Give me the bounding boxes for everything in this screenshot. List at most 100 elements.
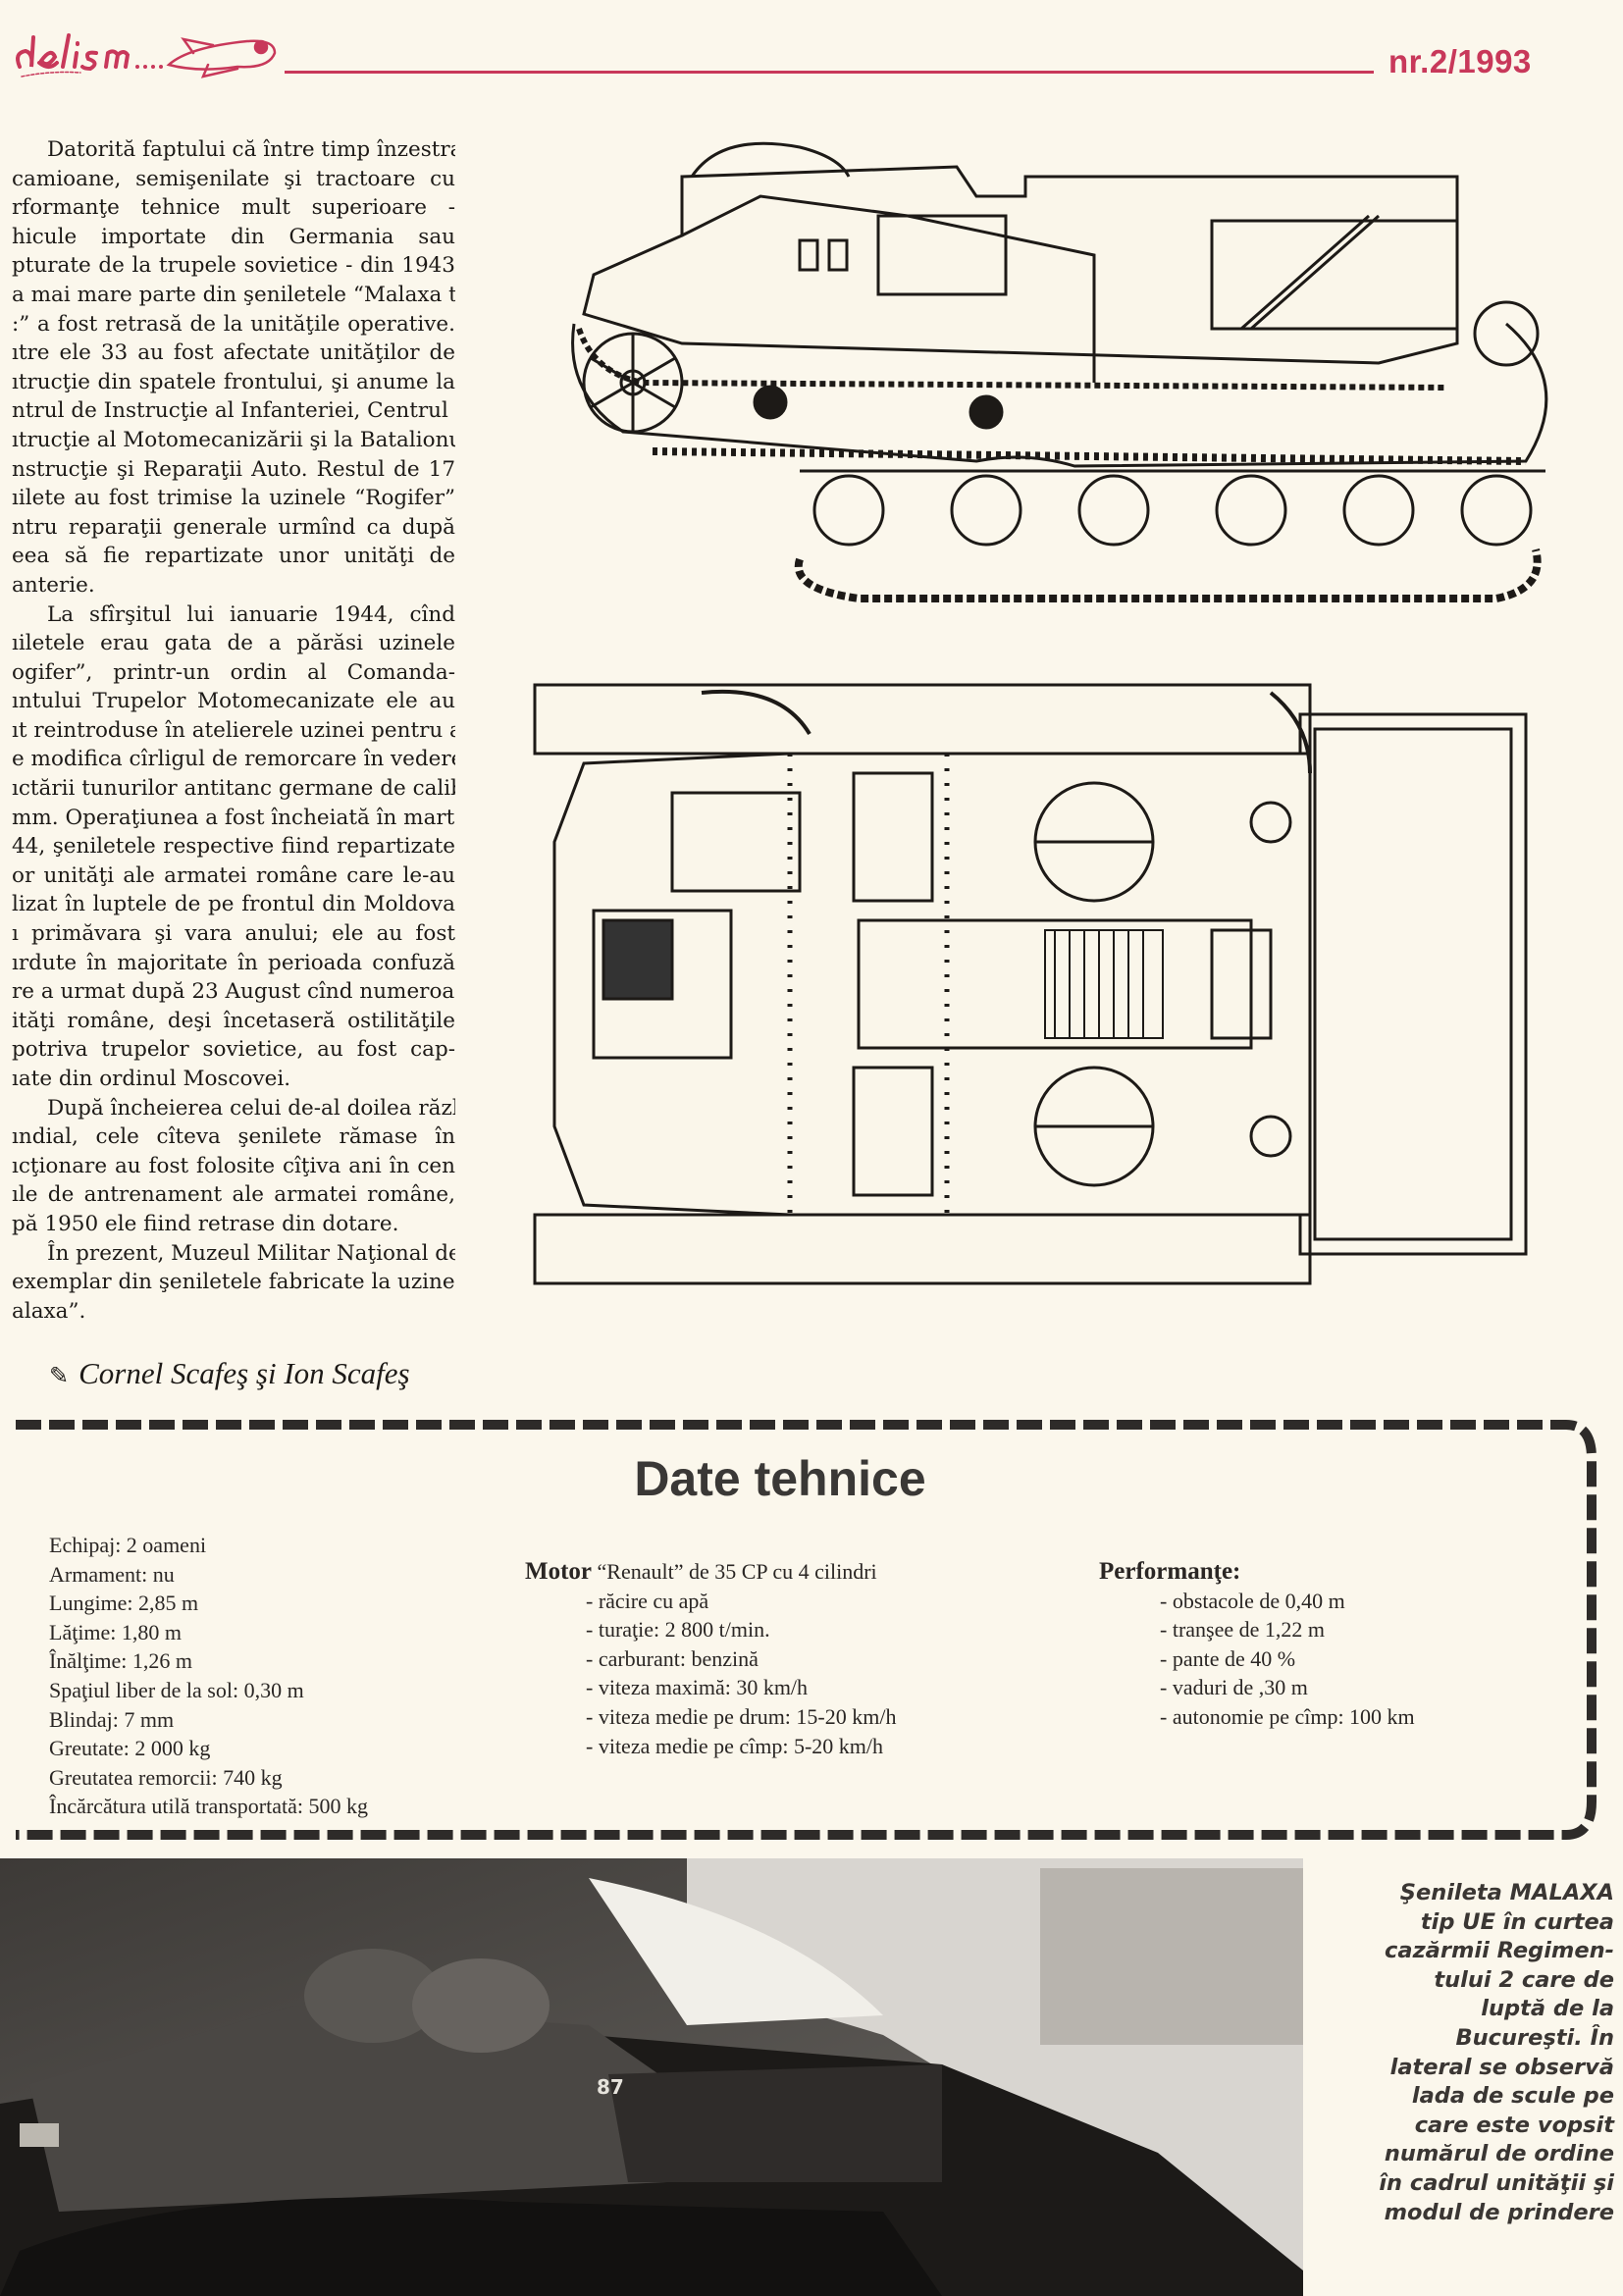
author-names: Cornel Scafeş şi Ion Scafeş xyxy=(79,1356,410,1390)
article-line: ıate din ordinul Moscovei. xyxy=(12,1067,291,1091)
article-line: ităţi române, deşi încetaseră ostilităţi… xyxy=(12,1008,455,1033)
photo-caption: Şenileta MALAXA tip UE în curtea cazărmii … xyxy=(1310,1879,1614,2227)
motor-spec-item: - viteza medie pe drum: 15-20 km/h xyxy=(586,1703,897,1729)
logo-lettering xyxy=(16,33,131,72)
spec-item: Lungime: 2,85 m xyxy=(49,1591,199,1616)
caption-line: luptă de la xyxy=(1481,1996,1614,2022)
article-line: ıctării tunurilor antitanc germane de ca… xyxy=(12,776,455,802)
article-line: eea să fie repartizate unor unităţi de xyxy=(12,544,455,569)
motor-spec-item: - carburant: benzină xyxy=(586,1645,759,1671)
article-line: re a urmat după 23 August cînd numeroase xyxy=(12,979,455,1005)
article-line: ıilete au fost trimise la uzinele “Rogif… xyxy=(12,486,455,511)
article-line: Datorită faptului că între timp înzestra… xyxy=(47,137,455,162)
article-line: ıle de antrenament ale armatei române, xyxy=(12,1182,455,1208)
article-line: La sfîrşitul lui ianuarie 1944, cînd xyxy=(47,601,455,627)
specs-box-border xyxy=(16,1420,1597,1840)
spec-item: Încărcătura utilă transportată: 500 kg xyxy=(49,1794,368,1819)
article-line: hicule importate din Germania sau xyxy=(12,224,455,249)
article-line: ı primăvara şi vara anului; ele au fost xyxy=(12,921,455,947)
article-line: ırdute în majoritate în perioada confuză xyxy=(12,950,455,975)
motor-spec-item: - turaţie: 2 800 t/min. xyxy=(586,1617,770,1643)
tankette-top-view-drawing xyxy=(533,683,1528,1285)
caption-line: cazărmii Regimen- xyxy=(1385,1938,1614,1964)
magazine-logo xyxy=(16,33,277,78)
article-line: ındial, cele cîteva şenilete rămase în xyxy=(12,1124,455,1150)
pen-icon: ✎ xyxy=(49,1364,70,1389)
spec-item: Înălţime: 1,26 m xyxy=(49,1648,193,1674)
caption-line: tului 2 care de xyxy=(1434,1966,1614,1993)
header-rule xyxy=(285,71,1374,74)
spec-item: Greutatea remorcii: 740 kg xyxy=(49,1764,283,1790)
issue-number: nr.2/1993 xyxy=(1388,43,1532,79)
caption-line: lateral se observă xyxy=(1389,2054,1614,2080)
article-line: or unităţi ale armatei române care le-au xyxy=(12,862,455,888)
article-line: ntru reparaţii generale urmînd ca după xyxy=(12,514,455,540)
motor-description: “Renault” de 35 CP cu 4 cilindri xyxy=(597,1559,877,1584)
article-line: pturate de la trupele sovietice - din 19… xyxy=(12,253,455,279)
performance-spec-item: - pante de 40 % xyxy=(1160,1645,1296,1671)
article-line: e modifica cîrligul de remorcare în vede… xyxy=(12,747,455,772)
motor-spec-item: - viteza maximă: 30 km/h xyxy=(586,1675,809,1700)
author-byline: ✎ Cornel Scafeş şi Ion Scafeş xyxy=(49,1356,410,1391)
article-line: ogifer”, printr-un ordin al Comanda- xyxy=(12,659,455,685)
article-line: :” a fost retrasă de la unităţile operat… xyxy=(12,311,455,337)
caption-line: care este vopsit xyxy=(1414,2112,1614,2138)
caption-line: Bucureşti. În xyxy=(1455,2024,1614,2051)
article-line: nstrucţie şi Reparaţii Auto. Restul de 1… xyxy=(12,456,455,482)
caption-line: în cadrul unităţii şi xyxy=(1379,2169,1614,2196)
tankette-side-view-drawing xyxy=(571,141,1548,602)
article-line: potriva trupelor sovietice, au fost cap- xyxy=(12,1037,455,1063)
article-line: ıcţionare au fost folosite cîţiva ani în… xyxy=(12,1153,455,1178)
performance-spec-item: - vaduri de ,30 m xyxy=(1160,1675,1308,1700)
performance-heading: Performanţe: xyxy=(1099,1558,1241,1585)
caption-line: Şenileta MALAXA xyxy=(1399,1880,1614,1905)
article-line: a mai mare parte din şeniletele “Malaxa … xyxy=(12,282,455,307)
article-line: anterie. xyxy=(12,572,95,598)
article-line: ıntului Trupelor Motomecanizate ele au xyxy=(12,689,455,714)
spec-item: Lăţime: 1,80 m xyxy=(49,1619,183,1644)
article-line: alaxa”. xyxy=(12,1298,86,1324)
article-line: exemplar din şeniletele fabricate la uzi… xyxy=(12,1270,455,1295)
article-line: rformanţe tehnice mult superioare - xyxy=(12,195,455,221)
article-line: pă 1950 ele fiind retrase din dotare. xyxy=(12,1211,399,1236)
spec-item: Blindaj: 7 mm xyxy=(49,1706,175,1732)
article-line: ıiletele erau gata de a părăsi uzinele xyxy=(12,631,455,656)
article-body: Datorită faptului că între timp înzestra… xyxy=(12,135,455,1326)
spec-item: Greutate: 2 000 kg xyxy=(49,1736,211,1761)
spec-item: Armament: nu xyxy=(49,1561,175,1587)
logo-dots xyxy=(135,65,163,69)
article-line: ntrul de Instrucţie al Infanteriei, Cent… xyxy=(12,398,455,424)
performance-spec-item: - tranşee de 1,22 m xyxy=(1160,1617,1325,1643)
performance-spec-item: - autonomie pe cîmp: 100 km xyxy=(1160,1703,1415,1729)
spec-item: Echipaj: 2 oameni xyxy=(49,1533,207,1557)
article-line: 44, şeniletele respective fiind repartiz… xyxy=(12,834,455,860)
road-wheels xyxy=(812,474,1533,547)
motor-heading: Motor xyxy=(525,1558,593,1585)
specs-title: Date tehnice xyxy=(634,1451,926,1506)
vehicle-number: 87 xyxy=(597,2075,624,2099)
article-line: mm. Operaţiunea a fost încheiată în mart… xyxy=(12,805,455,830)
logo-subtitle-scribble xyxy=(21,71,81,78)
caption-line: numărul de ordine xyxy=(1384,2141,1614,2167)
caption-line: tip UE în curtea xyxy=(1420,1908,1614,1935)
tankette-photo: 87 xyxy=(0,1858,1303,2296)
performance-spec-item: - obstacole de 0,40 m xyxy=(1160,1588,1345,1613)
article-line: ıtrucţie al Motomecanizării şi la Batali… xyxy=(12,427,455,452)
article-line: După încheierea celui de-al doilea războ… xyxy=(47,1095,455,1121)
article-line: ıtre ele 33 au fost afectate unităţilor … xyxy=(12,340,455,366)
article-line: lizat în luptele de pe frontul din Moldo… xyxy=(12,892,455,917)
caption-line: lada de scule pe xyxy=(1411,2083,1614,2110)
specs-performance-list: Performanţe: - obstacole de 0,40 m - tran… xyxy=(1099,1557,1415,1732)
spec-item: Spaţiul liber de la sol: 0,30 m xyxy=(49,1677,304,1702)
article-line: camioane, semişenilate şi tractoare cu xyxy=(12,166,455,191)
caption-line: modul de prindere xyxy=(1384,2199,1614,2225)
article-line: În prezent, Muzeul Militar Naţional deţi… xyxy=(47,1240,455,1266)
specs-motor-list: Motor “Renault” de 35 CP cu 4 cilindri -… xyxy=(525,1557,896,1760)
article-line: ıt reintroduse în atelierele uzinei pent… xyxy=(12,717,455,743)
engine-grille xyxy=(1044,929,1164,1039)
article-line: ıtrucţie din spatele frontului, şi anume… xyxy=(12,369,455,394)
motor-spec-item: - viteza medie pe cîmp: 5-20 km/h xyxy=(586,1733,884,1758)
motor-spec-item: - răcire cu apă xyxy=(586,1588,709,1613)
airplane-icon xyxy=(166,37,277,78)
